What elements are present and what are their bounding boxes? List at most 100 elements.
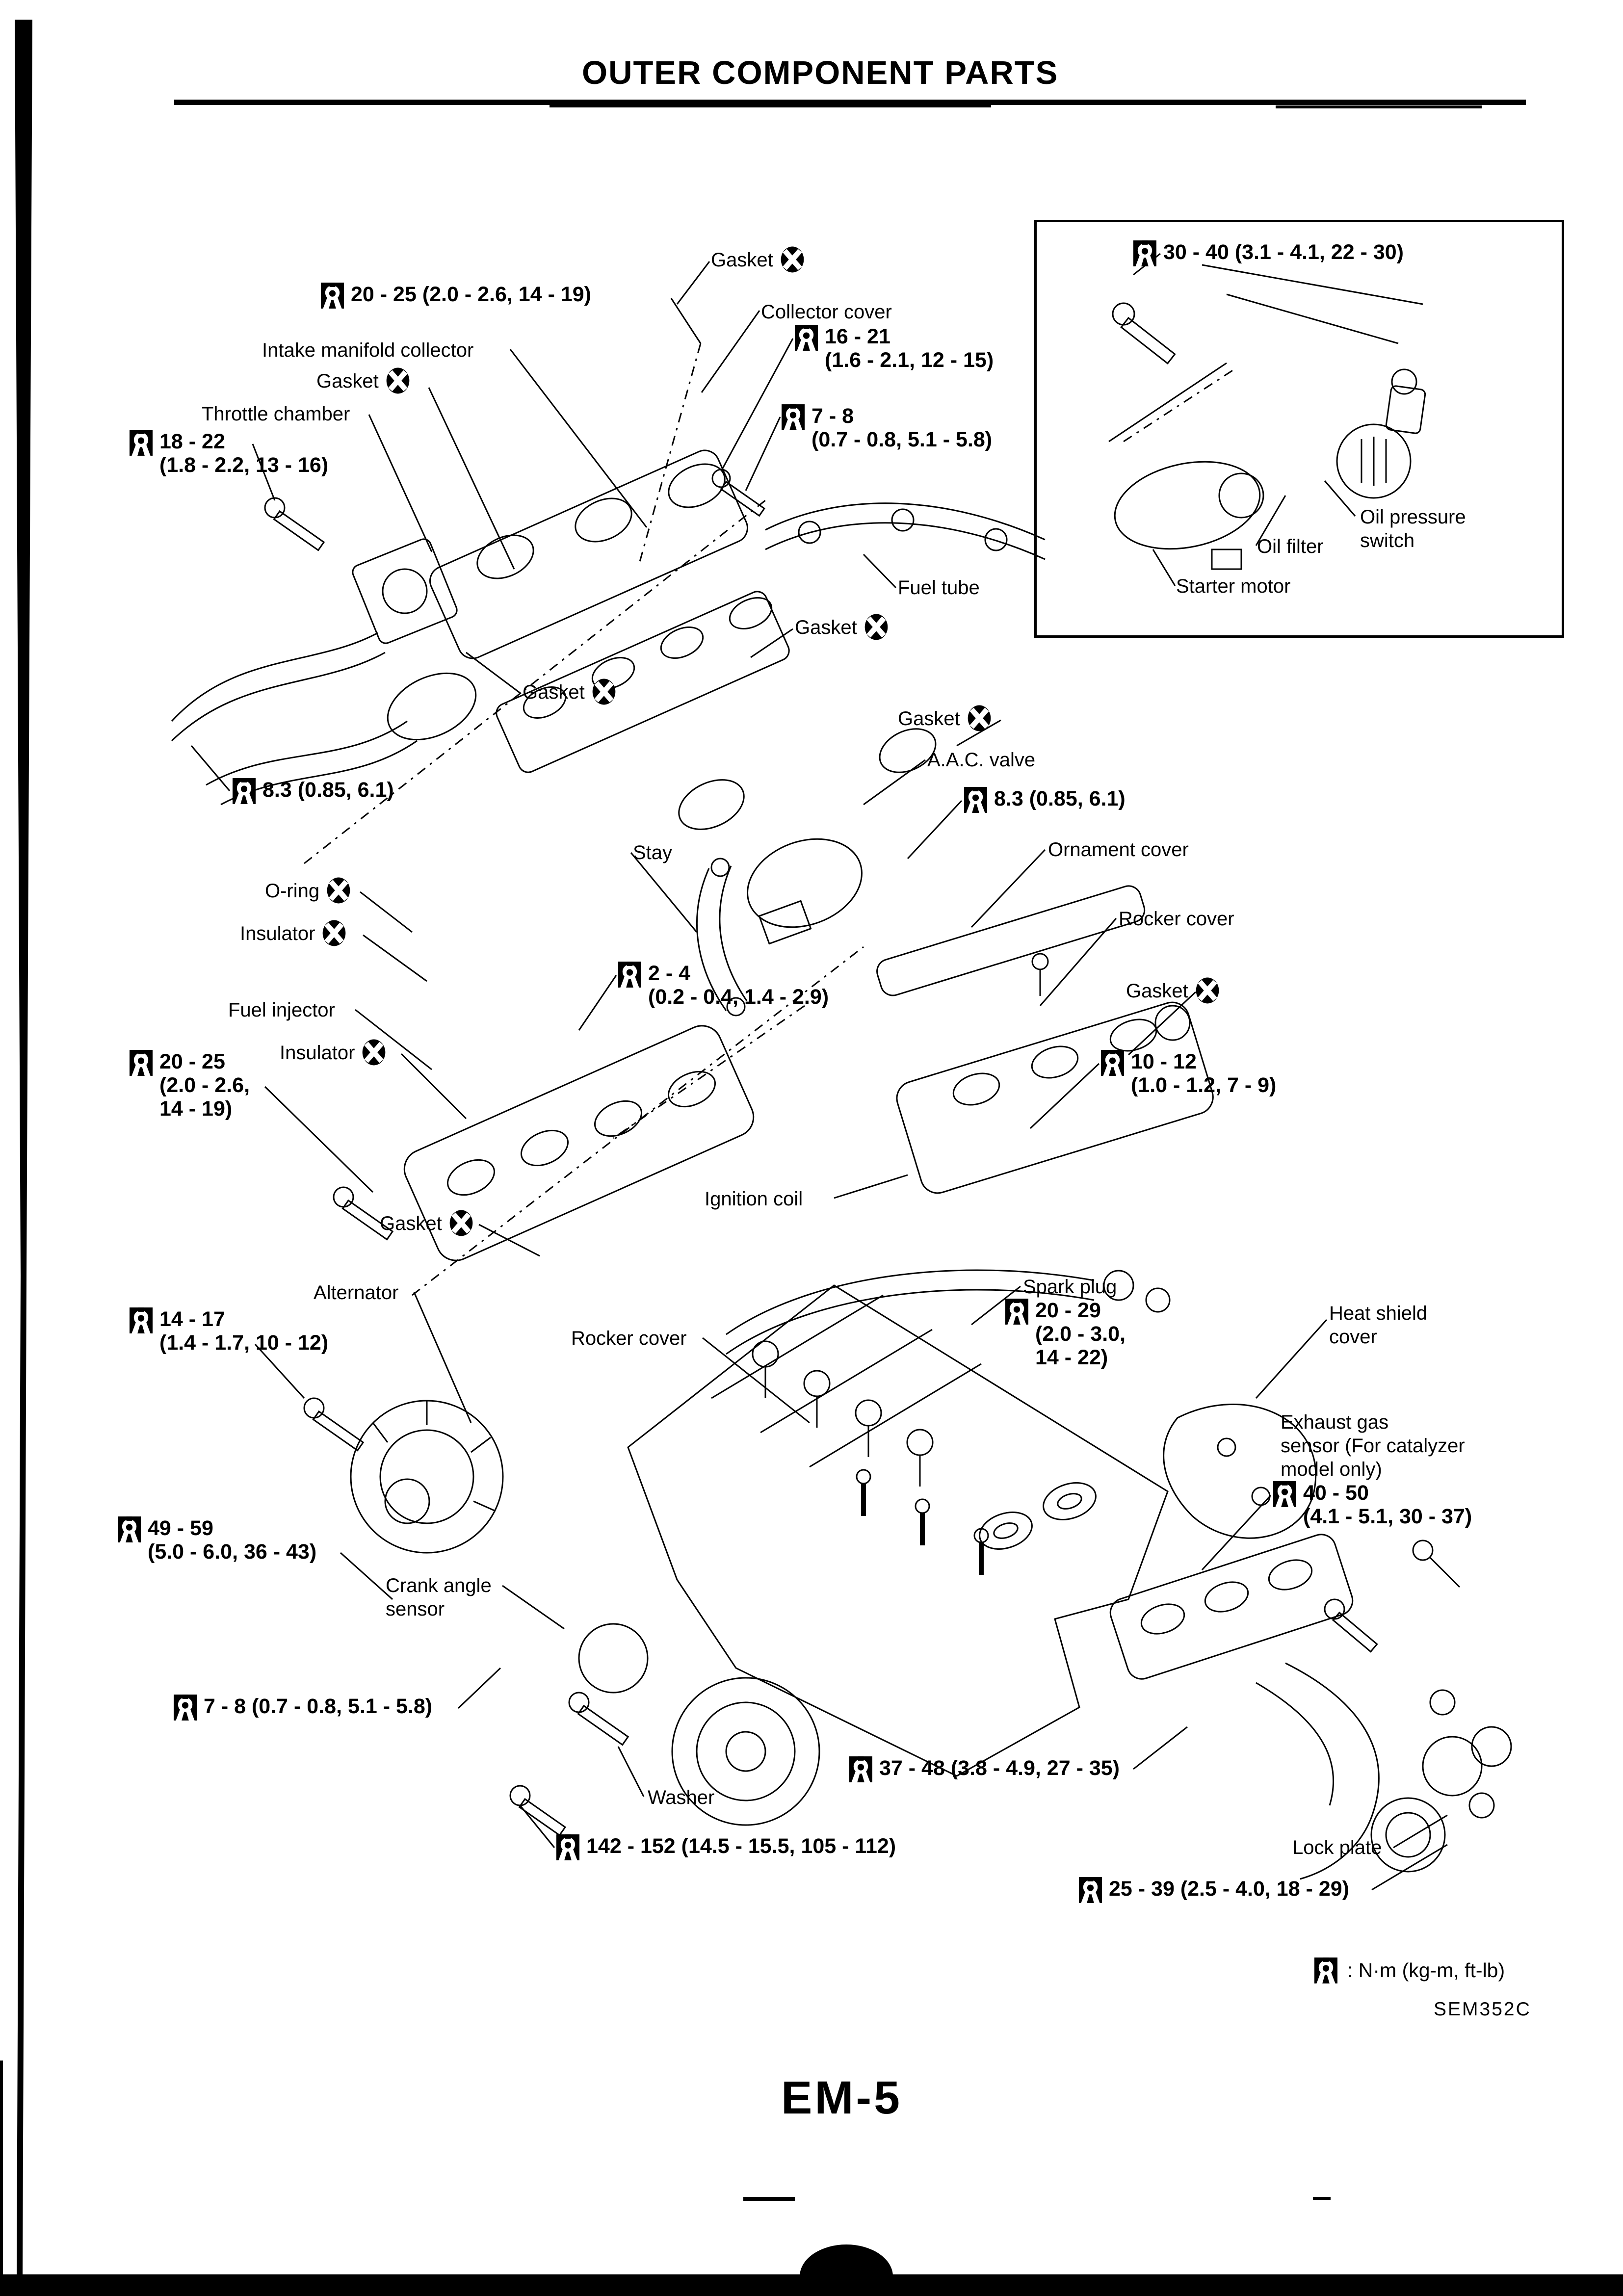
label-gasket-fuel-tube: Gasket: [795, 614, 889, 641]
label-torque-8-3-left: 8.3 (0.85, 6.1): [233, 778, 394, 804]
label-torque-7-8-bottom: 7 - 8 (0.7 - 0.8, 5.1 - 5.8): [174, 1695, 432, 1721]
leader-line: [428, 387, 515, 570]
circled-x-icon: [326, 877, 351, 904]
label-gasket-manifold-left: Gasket: [523, 678, 616, 705]
leader-line: [264, 1086, 374, 1193]
label-torque-142-152: 142 - 152 (14.5 - 15.5, 105 - 112): [556, 1834, 896, 1860]
label-text: 7 - 8 (0.7 - 0.8, 5.1 - 5.8): [204, 1695, 433, 1718]
leader-line: [676, 261, 710, 305]
label-torque-7-8-top: 7 - 8(0.7 - 0.8, 5.1 - 5.8): [782, 404, 992, 451]
label-throttle-chamber: Throttle chamber: [202, 402, 350, 426]
label-torque-14-17: 14 - 17(1.4 - 1.7, 10 - 12): [130, 1307, 328, 1355]
torque-wrench-icon: [174, 1695, 197, 1721]
leader-line: [368, 414, 433, 552]
torque-legend: : N·m (kg-m, ft-lb): [1314, 1957, 1505, 1983]
scan-artifact-bottom-band: [0, 2197, 1623, 2296]
page-number: EM-5: [781, 2072, 902, 2124]
leader-line: [400, 1053, 467, 1120]
label-text: Fuel injector: [228, 999, 335, 1021]
label-text: 37 - 48 (3.8 - 4.9, 27 - 35): [879, 1756, 1120, 1780]
circled-x-icon: [322, 919, 346, 947]
leader-line: [956, 719, 1001, 747]
label-starter-motor: Starter motor: [1176, 574, 1290, 598]
leader-line: [478, 1224, 540, 1257]
leader-line: [304, 499, 766, 864]
label-lock-plate: Lock plate: [1292, 1836, 1382, 1859]
label-torque-10-12: 10 - 12(1.0 - 1.2, 7 - 9): [1101, 1050, 1276, 1097]
label-insulator-upper: Insulator: [240, 919, 346, 947]
label-collector-cover: Collector cover: [761, 300, 892, 324]
label-fuel-tube: Fuel tube: [898, 576, 980, 600]
leader-line: [252, 444, 276, 501]
leader-line: [613, 1005, 805, 1139]
label-torque-40-50: 40 - 50(4.1 - 5.1, 30 - 37): [1273, 1481, 1472, 1528]
leader-line: [413, 1292, 472, 1423]
label-gasket-collector-cover: Gasket: [711, 246, 805, 273]
label-text: Washer: [648, 1787, 715, 1808]
label-text: 142 - 152 (14.5 - 15.5, 105 - 112): [586, 1834, 896, 1858]
leader-line: [1393, 1814, 1448, 1849]
torque-wrench-icon: [1101, 1050, 1124, 1076]
leader-line: [1201, 1494, 1272, 1571]
label-text: Insulator: [240, 923, 315, 944]
label-gasket-aac: Gasket: [898, 704, 992, 732]
label-torque-20-25-top: 20 - 25 (2.0 - 2.6, 14 - 19): [321, 283, 591, 309]
leader-line: [578, 975, 617, 1031]
torque-wrench-icon: [1079, 1877, 1102, 1903]
label-text: 10 - 12(1.0 - 1.2, 7 - 9): [1131, 1050, 1277, 1097]
label-ornament-cover: Ornament cover: [1048, 838, 1189, 861]
leader-line: [745, 417, 781, 491]
torque-wrench-icon: [1273, 1481, 1296, 1507]
leader-line: [971, 1285, 1021, 1326]
label-spark-plug: Spark plug: [1023, 1275, 1117, 1299]
label-text: 16 - 21(1.6 - 2.1, 12 - 15): [825, 325, 994, 372]
circled-x-icon: [967, 704, 992, 732]
label-text: O-ring: [265, 880, 320, 902]
label-text: Starter motor: [1176, 575, 1291, 597]
label-text: Spark plug: [1023, 1276, 1117, 1298]
label-torque-2-4: 2 - 4(0.2 - 0.4, 1.4 - 2.9): [618, 962, 829, 1009]
leader-line: [1127, 991, 1197, 1056]
label-fuel-injector: Fuel injector: [228, 998, 335, 1022]
leader-line: [502, 1585, 565, 1630]
page-title: OUTER COMPONENT PARTS: [582, 54, 1059, 91]
label-text: Lock plate: [1292, 1837, 1382, 1858]
leader-line: [360, 891, 413, 933]
label-stay: Stay: [633, 841, 672, 864]
label-rocker-cover-center: Rocker cover: [571, 1327, 687, 1350]
circled-x-icon: [386, 367, 410, 394]
leader-line: [834, 1174, 908, 1199]
torque-wrench-icon: [618, 962, 641, 988]
label-text: Ornament cover: [1048, 839, 1189, 861]
torque-wrench-icon: [1314, 1957, 1337, 1983]
label-text: 18 - 22(1.8 - 2.2, 13 - 16): [159, 430, 329, 477]
label-text: 20 - 25 (2.0 - 2.6, 14 - 19): [351, 283, 591, 306]
label-text: Gasket: [711, 249, 773, 271]
label-torque-16-21: 16 - 21(1.6 - 2.1, 12 - 15): [795, 325, 994, 372]
label-text: Gasket: [898, 708, 960, 730]
leader-line: [970, 849, 1046, 928]
label-gasket-lower-manifold: Gasket: [380, 1210, 473, 1237]
label-torque-37-48: 37 - 48 (3.8 - 4.9, 27 - 35): [849, 1756, 1120, 1782]
leader-line: [1255, 1319, 1328, 1399]
label-text: Oil filter: [1257, 536, 1324, 557]
torque-wrench-icon: [130, 430, 153, 456]
label-text: Intake manifold collector: [262, 339, 474, 361]
label-text: Fuel tube: [898, 577, 980, 599]
label-text: Insulator: [280, 1042, 355, 1064]
circled-x-icon: [1195, 977, 1220, 1004]
leader-line: [1123, 367, 1237, 443]
leader-line: [1029, 1063, 1100, 1129]
scan-artifact-left-bar: [15, 20, 32, 2274]
torque-wrench-icon: [321, 283, 344, 309]
leader-line: [670, 298, 702, 344]
label-rocker-cover-right: Rocker cover: [1119, 907, 1234, 931]
leader-line: [254, 1343, 305, 1399]
